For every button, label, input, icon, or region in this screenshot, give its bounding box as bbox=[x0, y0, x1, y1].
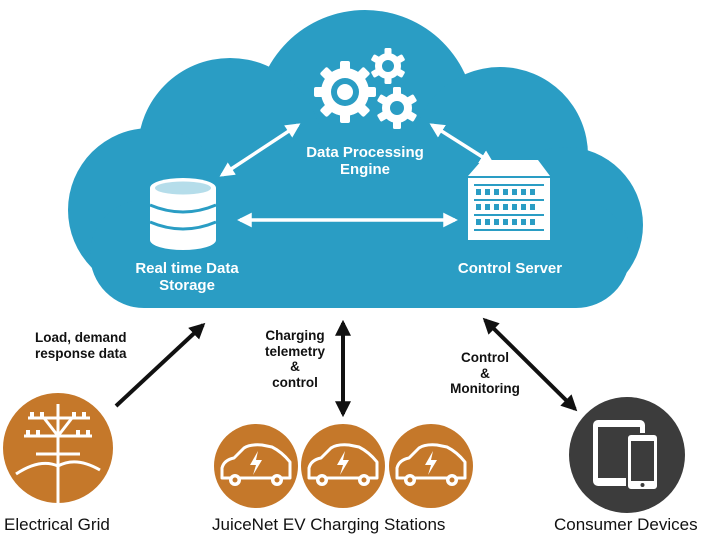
server-devices-arrow bbox=[482, 317, 578, 412]
control-server-label: Control Server bbox=[457, 260, 563, 277]
devices-link-label: Control & Monitoring bbox=[430, 350, 540, 397]
devices-link-label-line-3: Monitoring bbox=[450, 381, 520, 397]
charging-stations-label: JuiceNet EV Charging Stations bbox=[212, 515, 446, 534]
consumer-devices-label: Consumer Devices bbox=[554, 515, 698, 534]
devices-link-label-line-1: Control bbox=[461, 350, 509, 365]
stations-link-label: Charging telemetry & control bbox=[250, 328, 340, 390]
storage-label-line-1: Real time Data bbox=[135, 260, 239, 277]
electrical-grid-label: Electrical Grid bbox=[4, 515, 110, 534]
storage-processing-arrow bbox=[219, 123, 301, 177]
grid-to-storage-arrow bbox=[114, 322, 206, 408]
processing-engine-label: Data Processing Engine bbox=[290, 144, 440, 179]
power-pole-icon bbox=[3, 393, 113, 503]
grid-link-label: Load, demand response data bbox=[35, 330, 155, 361]
gears-icon bbox=[314, 48, 417, 129]
stations-link-label-line-2: telemetry bbox=[264, 343, 326, 359]
server-rack-icon bbox=[468, 160, 550, 240]
electric-car-icon bbox=[214, 424, 473, 508]
processing-server-arrow bbox=[429, 123, 495, 165]
database-icon bbox=[149, 178, 217, 250]
storage-label: Real time Data Storage bbox=[112, 260, 262, 295]
processing-engine-label-line-1: Data Processing bbox=[306, 144, 424, 161]
stations-link-label-line-1: Charging bbox=[265, 328, 325, 343]
stations-link-label-line-4: control bbox=[272, 374, 318, 390]
grid-link-label-line-2: response data bbox=[35, 345, 127, 361]
grid-link-label-line-1: Load, demand bbox=[35, 330, 127, 345]
devices-link-label-line-2: & bbox=[480, 365, 490, 381]
storage-label-line-2: Storage bbox=[159, 277, 215, 295]
processing-engine-label-line-2: Engine bbox=[339, 161, 390, 179]
tablet-phone-icon bbox=[569, 397, 685, 513]
stations-link-label-line-3: & bbox=[290, 359, 300, 375]
